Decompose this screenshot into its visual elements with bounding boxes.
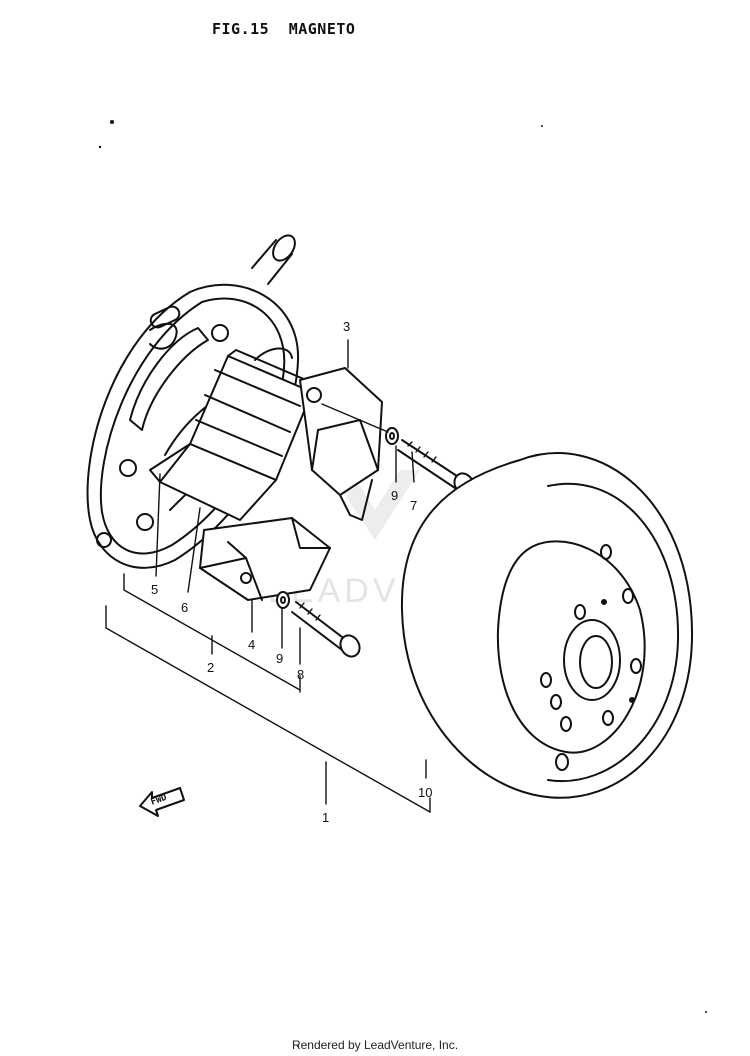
callout-8: 8 bbox=[297, 667, 304, 682]
callout-2: 2 bbox=[207, 660, 214, 675]
callout-3: 3 bbox=[343, 319, 350, 334]
stator-base-plate bbox=[86, 283, 300, 569]
callout-5: 5 bbox=[151, 582, 158, 597]
washer-lower bbox=[276, 591, 290, 609]
footer-credit: Rendered by LeadVenture, Inc. bbox=[291, 1038, 459, 1052]
washer-upper bbox=[385, 427, 399, 445]
callout-6: 6 bbox=[181, 600, 188, 615]
pickup-coil-lower bbox=[199, 517, 331, 601]
callout-1: 1 bbox=[322, 810, 329, 825]
figure-number: FIG.15 bbox=[212, 20, 270, 38]
lighting-coil bbox=[149, 347, 321, 521]
callout-9-lower: 9 bbox=[276, 651, 283, 666]
flywheel-rotor bbox=[400, 452, 694, 799]
leader-lines bbox=[105, 339, 431, 813]
callout-7: 7 bbox=[410, 498, 417, 513]
callout-10: 10 bbox=[418, 785, 432, 800]
rotor-bolt-holes bbox=[540, 544, 642, 771]
crankshaft-stub bbox=[251, 234, 296, 285]
scan-specks bbox=[98, 120, 707, 1047]
figure-title: FIG.15 MAGNETO bbox=[210, 20, 355, 38]
fwd-arrow: FWD bbox=[139, 787, 185, 817]
screw-lower bbox=[291, 601, 361, 658]
figure-name: MAGNETO bbox=[288, 20, 356, 38]
callout-4: 4 bbox=[248, 637, 255, 652]
pickup-coil-upper bbox=[299, 367, 383, 521]
callout-9-upper: 9 bbox=[391, 488, 398, 503]
